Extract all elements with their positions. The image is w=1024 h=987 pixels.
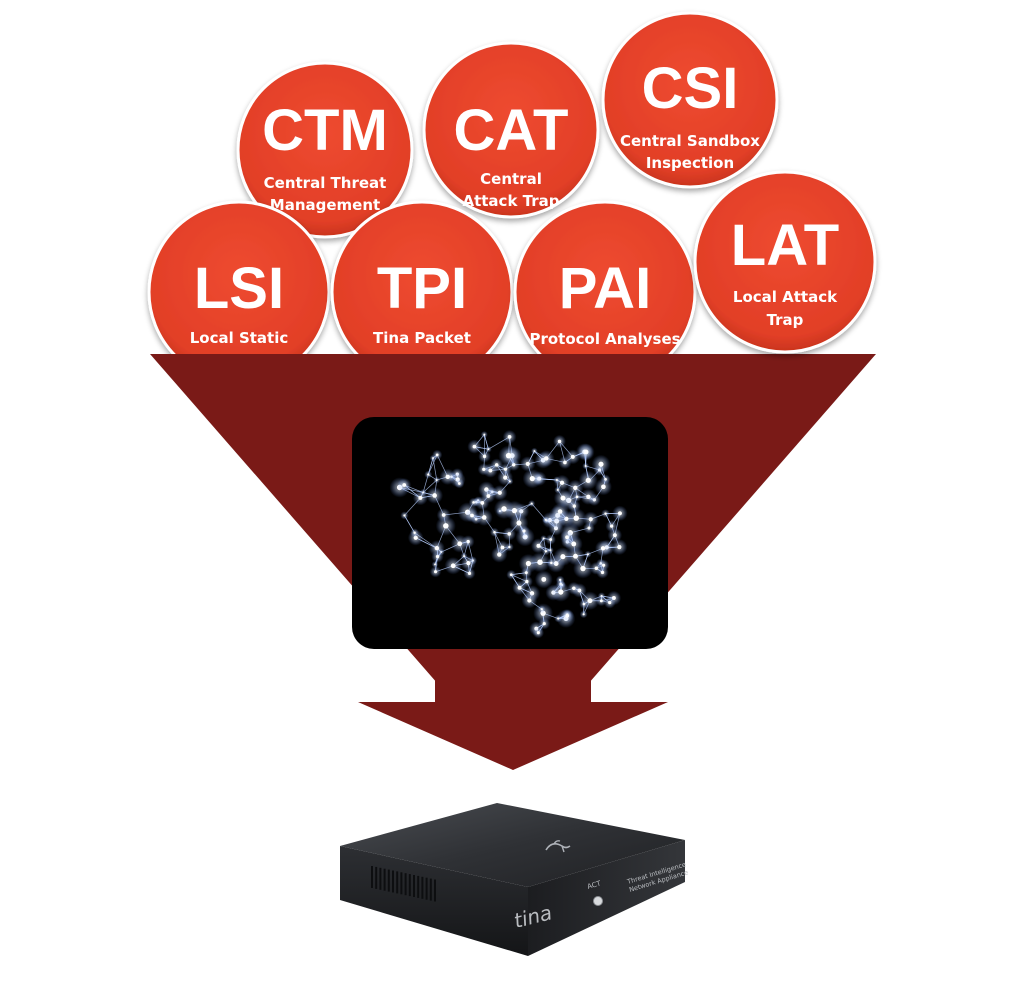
brain-panel <box>352 417 668 649</box>
bubble-tpi: TPI Tina Packet <box>330 200 514 354</box>
bubble-csi-label-line-1: Central Sandbox <box>620 132 760 150</box>
bubble-cat-abbr: CAT <box>454 98 569 163</box>
bubble-ctm-label-line-2: Management <box>270 196 380 214</box>
bubble-pai-label-line-1: Protocol Analyses <box>529 330 680 348</box>
bubble-csi-label-line-2: Inspection <box>646 154 734 172</box>
device-led <box>593 896 603 906</box>
bubble-cat-label-line-1: Central <box>480 170 542 188</box>
bubble-tpi-label-line-1: Tina Packet <box>373 329 471 347</box>
bubble-lsi: LSI Local Static <box>147 200 331 354</box>
bubble-cat-label-line-2: Attack Trap <box>462 192 559 210</box>
bubble-pai-abbr: PAI <box>559 256 651 321</box>
bubble-pai-circle <box>513 200 697 354</box>
device-vents <box>371 866 436 902</box>
bubble-tpi-abbr: TPI <box>377 256 467 321</box>
bubble-ctm-abbr: CTM <box>262 98 388 163</box>
bubble-lsi-label-line-1: Local Static <box>190 329 289 347</box>
bubble-csi-abbr: CSI <box>642 56 739 121</box>
bubble-tpi-circle <box>330 200 514 354</box>
bubble-cat-circle <box>422 41 600 219</box>
bubble-pai: PAI Protocol Analyses <box>513 200 697 354</box>
bubble-lsi-abbr: LSI <box>194 256 284 321</box>
bubble-ctm-circle <box>236 61 414 239</box>
bubble-ctm-label-line-1: Central Threat <box>264 174 387 192</box>
device-led-label: ACT <box>586 879 602 891</box>
bubble-lat-circle <box>693 170 877 354</box>
bubble-lat-label-line-1: Local Attack <box>733 288 838 306</box>
tina-logo-icon <box>545 840 571 853</box>
bubble-lsi-circle <box>147 200 331 354</box>
brain-network-icon <box>389 429 628 639</box>
bubble-lat-abbr: LAT <box>731 213 839 278</box>
device-right-face <box>528 840 685 956</box>
device-top-face <box>340 803 685 887</box>
tina-appliance: tina ACT Threat Intelligence Network App… <box>340 803 689 956</box>
bubble-csi-circle <box>601 11 779 189</box>
bubble-lat-label-line-2: Trap <box>767 311 804 329</box>
